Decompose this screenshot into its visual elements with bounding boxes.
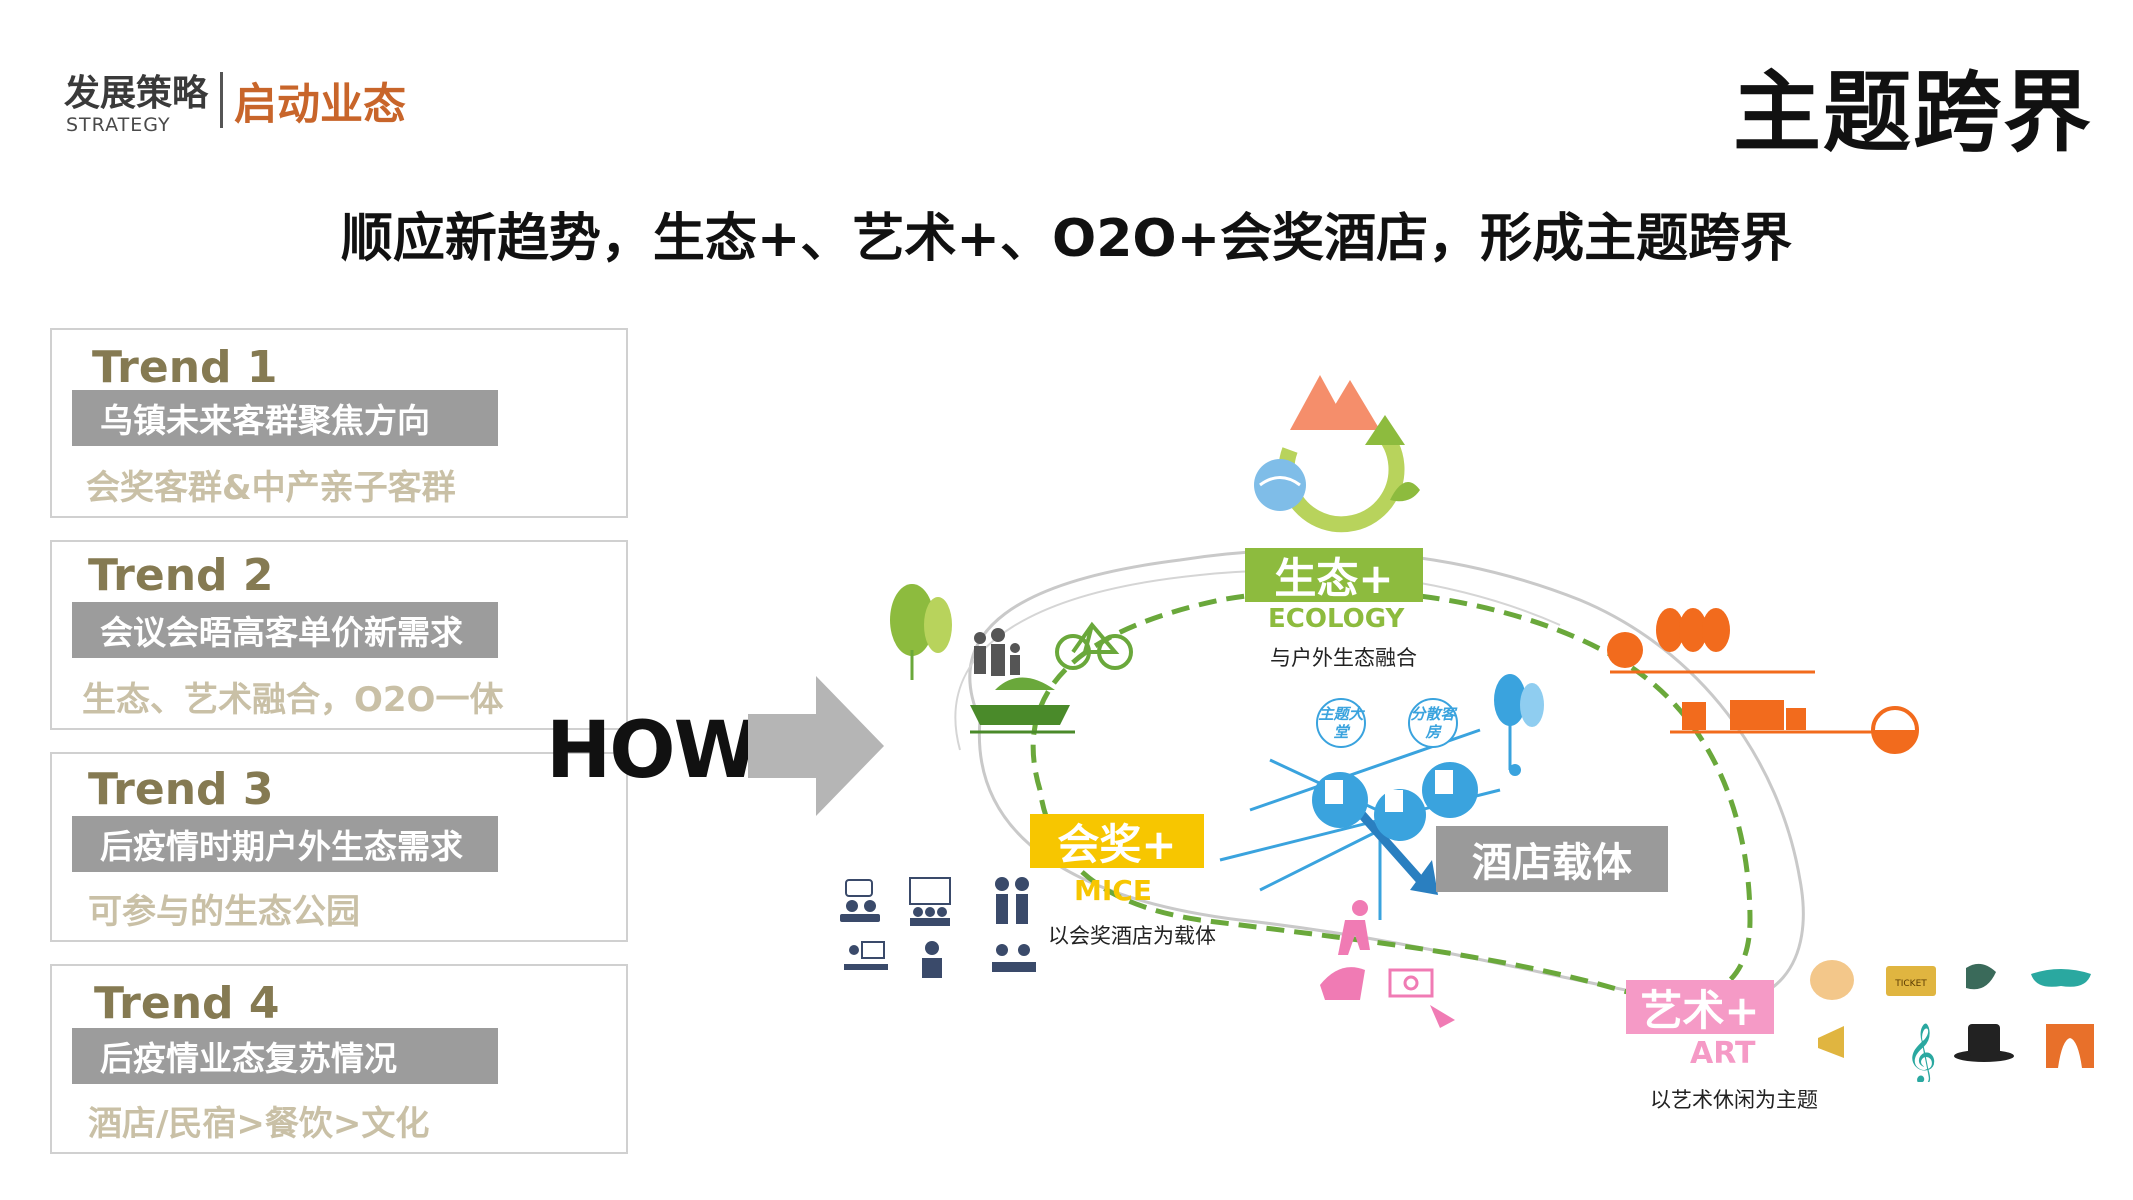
theme-title: 主题跨界 — [1732, 61, 2093, 164]
arrow-head-icon — [1410, 860, 1438, 895]
art-en: ART — [1690, 1036, 1756, 1071]
outer-loop — [968, 548, 1805, 1006]
trend-title: Trend 1 — [92, 342, 278, 393]
trend-box-2: Trend 2 会议会晤高客单价新需求 生态、艺术融合，O2O一体 — [50, 540, 628, 730]
megaphone-icon — [1818, 1026, 1844, 1058]
trend-bar: 会议会晤高客单价新需求 — [72, 602, 498, 658]
hand-icon — [1810, 960, 1854, 1000]
trend-bar: 乌镇未来客群聚焦方向 — [72, 390, 498, 446]
art-tag: 艺术+ — [1626, 980, 1774, 1035]
trend-desc: 会奖客群&中产亲子客群 — [86, 468, 456, 508]
boat-icon — [970, 677, 1075, 734]
orange-houses-icon — [1607, 608, 1919, 754]
right-arrow-icon — [748, 676, 884, 816]
header-divider — [220, 72, 223, 128]
section-title: 发展策略 — [64, 73, 209, 114]
ecology-caption: 与户外生态融合 — [1270, 646, 1417, 670]
trend-desc: 可参与的生态公园 — [88, 892, 360, 932]
hotel-tag: 酒店载体 — [1436, 826, 1668, 892]
bubble-theme-lobby: 主题大堂 — [1316, 698, 1366, 748]
trend-title: Trend 2 — [88, 550, 274, 601]
trend-box-1: Trend 1 乌镇未来客群聚焦方向 会奖客群&中产亲子客群 — [50, 328, 628, 518]
trend-bar: 后疫情业态复苏情况 — [72, 1028, 498, 1084]
mice-tag: 会奖+ — [1030, 814, 1204, 869]
green-tree-icon — [890, 584, 952, 680]
trend-box-3: Trend 3 后疫情时期户外生态需求 可参与的生态公园 — [50, 752, 628, 942]
trend-box-4: Trend 4 后疫情业态复苏情况 酒店/民宿>餐饮>文化 — [50, 964, 628, 1154]
ecology-tag: 生态+ — [1245, 548, 1423, 603]
ticket-icon — [1886, 966, 1936, 996]
masks-icon — [1966, 963, 1996, 990]
blue-trees-icon — [1494, 674, 1544, 776]
curtain-icon — [2046, 1024, 2094, 1068]
ecology-en: ECOLOGY — [1268, 604, 1405, 634]
mice-caption: 以会奖酒店为载体 — [1048, 924, 1216, 948]
trend-title: Trend 4 — [94, 978, 280, 1029]
diagram-canvas — [890, 375, 1919, 1028]
sub-section-title: 启动业态 — [234, 80, 406, 130]
trend-desc: 生态、艺术融合，O2O一体 — [82, 680, 504, 720]
hotel-buildings-icon — [1312, 762, 1478, 841]
trend-title: Trend 3 — [88, 764, 274, 815]
art-caption: 以艺术休闲为主题 — [1650, 1088, 1818, 1112]
bicycle-icon — [1055, 621, 1133, 670]
bubble-scattered-rooms: 分散客房 — [1408, 698, 1458, 748]
mice-icons — [840, 877, 1036, 978]
eye-mask-icon — [2031, 969, 2091, 987]
sports-icon — [1320, 900, 1455, 1028]
section-subtitle-en: STRATEGY — [66, 114, 171, 136]
family-icon — [974, 628, 1020, 676]
trend-desc: 酒店/民宿>餐饮>文化 — [88, 1104, 430, 1144]
art-icons: TICKET 𝄞 — [1810, 960, 2094, 1082]
ecology-recycle-icon — [1254, 375, 1420, 533]
ticket-text: TICKET — [1894, 979, 1927, 989]
outer-loop-2 — [954, 569, 1561, 751]
green-dashed-loop — [1030, 587, 1753, 1002]
music-note-icon: 𝄞 — [1906, 1023, 1937, 1082]
mice-en: MICE — [1074, 874, 1152, 907]
trend-bar: 后疫情时期户外生态需求 — [72, 816, 498, 872]
page-subtitle: 顺应新趋势，生态+、艺术+、O2O+会奖酒店，形成主题跨界 — [340, 209, 1793, 269]
